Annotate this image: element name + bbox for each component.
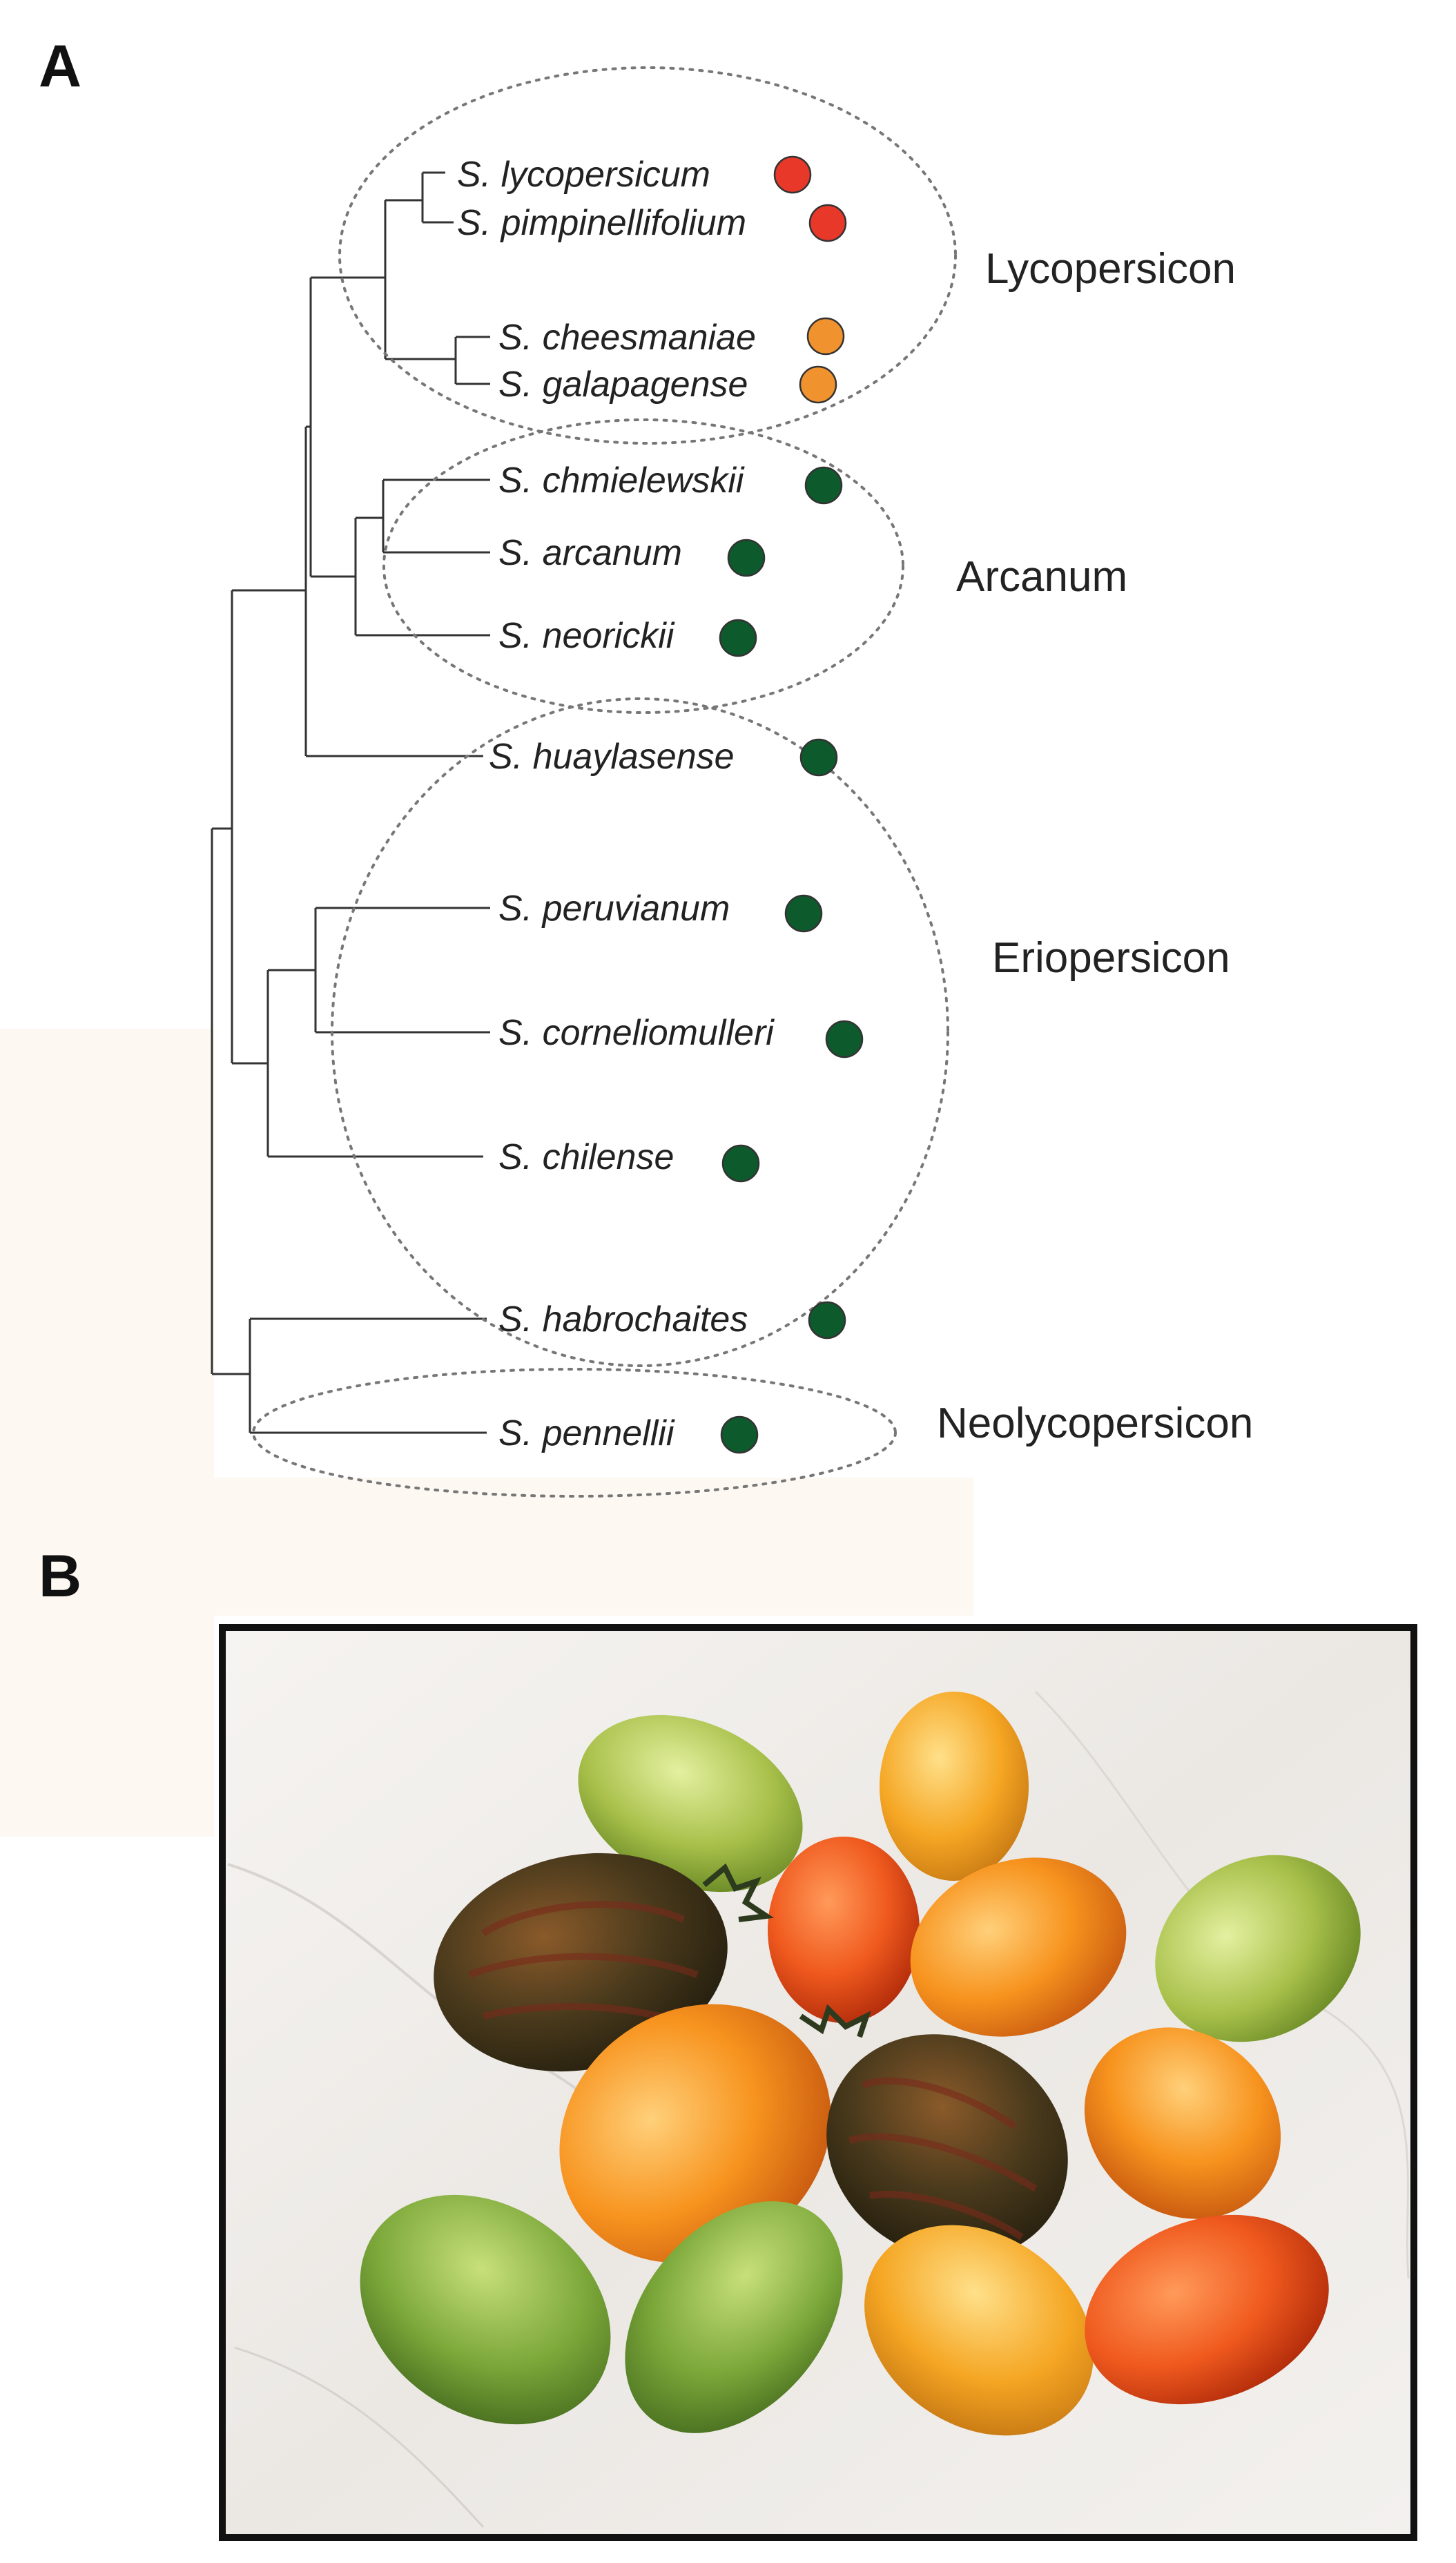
- clade-label-arcanum: Arcanum: [956, 553, 1127, 601]
- tree-branch: [231, 589, 306, 1065]
- fruit-color-dot: [721, 1144, 760, 1183]
- tomato-green: [1155, 1855, 1361, 2042]
- tree-branch: [211, 827, 250, 1375]
- tomato-red: [1085, 2214, 1329, 2405]
- tomato-yellow: [864, 2225, 1094, 2436]
- tree-branch: [382, 478, 490, 554]
- tree-branch: [354, 516, 490, 637]
- tomato-stripes: [848, 2077, 1038, 2241]
- fruit-color-dot: [720, 1415, 759, 1454]
- tree-branch: [384, 199, 456, 360]
- tomato-orange: [1084, 2027, 1281, 2219]
- fruit-color-dot: [799, 365, 837, 404]
- fruit-color-dot: [806, 317, 845, 356]
- species-label: S. peruvianum: [498, 889, 730, 929]
- tomato-photo: [219, 1624, 1417, 2541]
- clade-label-neolycopersicon: Neolycopersicon: [937, 1400, 1253, 1447]
- fruit-color-dot: [804, 466, 843, 505]
- tomato-calyx: [702, 1863, 775, 1922]
- tree-branch: [304, 425, 483, 757]
- species-label: S. cheesmaniae: [498, 318, 756, 358]
- clade-label-eriopersicon: Eriopersicon: [992, 934, 1230, 982]
- tomato-calyx: [799, 2004, 871, 2038]
- tree-branch: [249, 1317, 487, 1434]
- tomato-yellow: [880, 1692, 1029, 1881]
- species-labels: S. lycopersicum S. pimpinellifolium S. c…: [457, 155, 775, 1453]
- species-label: S. chmielewskii: [498, 461, 745, 501]
- species-label: S. neorickii: [498, 616, 675, 656]
- species-label: S. huaylasense: [489, 737, 735, 777]
- clade-oval-arcanum: [382, 418, 904, 714]
- fruit-color-dot: [727, 539, 766, 577]
- tree-branch: [314, 907, 490, 1034]
- fruit-color-dot: [808, 204, 847, 242]
- fruit-color-dot: [825, 1020, 864, 1058]
- species-label: S. arcanum: [498, 533, 682, 573]
- tomato-red: [768, 1837, 920, 2023]
- fruit-color-dot: [784, 894, 823, 933]
- species-label: S. habrochaites: [498, 1299, 748, 1339]
- clade-oval-neolycopersicon: [252, 1368, 897, 1498]
- background-tint: [0, 1029, 214, 1837]
- clade-label-lycopersicon: Lycopersicon: [985, 245, 1236, 293]
- phylogenetic-tree: [211, 171, 490, 1434]
- tree-branch: [266, 969, 483, 1158]
- fruit-color-dot: [799, 738, 838, 777]
- species-label: S. pennellii: [498, 1413, 675, 1453]
- tomato-green: [578, 1714, 803, 1893]
- fruit-color-dots: [719, 155, 864, 1454]
- panel-b-label: B: [39, 1543, 81, 1609]
- background-tint: [214, 1478, 973, 1616]
- tree-branch: [309, 276, 385, 578]
- tree-branch: [421, 171, 454, 224]
- tree-branch: [454, 336, 490, 385]
- species-label: S. pimpinellifolium: [457, 203, 746, 243]
- tomato-orange: [910, 1857, 1127, 2037]
- panel-a-label: A: [39, 33, 81, 99]
- tomato-green: [625, 2201, 843, 2433]
- clade-oval-lycopersicon: [338, 66, 957, 445]
- species-label: S. chilense: [498, 1137, 674, 1177]
- tomato-orange: [559, 2004, 831, 2263]
- fruit-color-dot: [808, 1301, 846, 1339]
- clade-oval-eriopersicon: [331, 697, 949, 1367]
- fruit-color-dot: [719, 619, 757, 657]
- marble-vein: [234, 2346, 485, 2528]
- species-label: S. galapagense: [498, 365, 748, 405]
- tomato-green: [360, 2194, 611, 2425]
- species-label: S. lycopersicum: [457, 155, 710, 195]
- fruit-color-dot: [773, 155, 812, 194]
- species-label: S. corneliomulleri: [498, 1013, 775, 1053]
